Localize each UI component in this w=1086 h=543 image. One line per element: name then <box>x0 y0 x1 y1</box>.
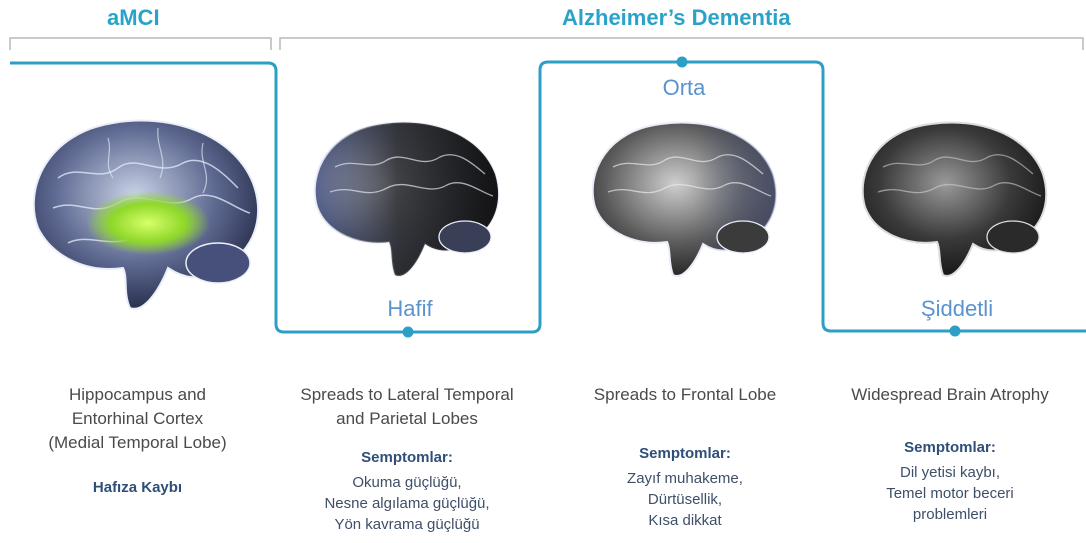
stage-severe: Şiddetli <box>912 296 1002 322</box>
dementia-header: Alzheimer’s Dementia <box>562 5 791 31</box>
moderate-symptoms: Zayıf muhakeme, Dürtüsellik, Kısa dikkat <box>560 468 810 531</box>
amci-region: Hippocampus and Entorhinal Cortex (Media… <box>15 383 260 455</box>
moderate-symptom-header: Semptomlar: <box>560 445 810 462</box>
amci-bracket <box>10 38 271 50</box>
mild-marker <box>403 327 414 338</box>
severe-marker <box>950 326 961 337</box>
mild-region: Spreads to Lateral Temporal and Parietal… <box>272 383 542 431</box>
brain-moderate-icon <box>583 112 783 287</box>
dementia-bracket <box>280 38 1083 50</box>
brain-severe-icon <box>853 112 1053 287</box>
brain-amci-icon <box>18 108 268 318</box>
stage-moderate: Orta <box>660 75 708 101</box>
moderate-marker <box>677 57 688 68</box>
brain-mild-icon <box>305 112 505 287</box>
mild-symptom-header: Semptomlar: <box>272 449 542 466</box>
stage-mild: Hafif <box>380 296 440 322</box>
severe-region: Widespread Brain Atrophy <box>825 383 1075 407</box>
severe-symptom-header: Semptomlar: <box>825 439 1075 456</box>
moderate-region: Spreads to Frontal Lobe <box>560 383 810 407</box>
severe-symptoms: Dil yetisi kaybı, Temel motor beceri pro… <box>825 462 1075 525</box>
amci-symptom: Hafıza Kaybı <box>15 479 260 496</box>
mild-symptoms: Okuma güçlüğü, Nesne algılama güçlüğü, Y… <box>272 472 542 535</box>
amci-header: aMCI <box>107 5 160 31</box>
